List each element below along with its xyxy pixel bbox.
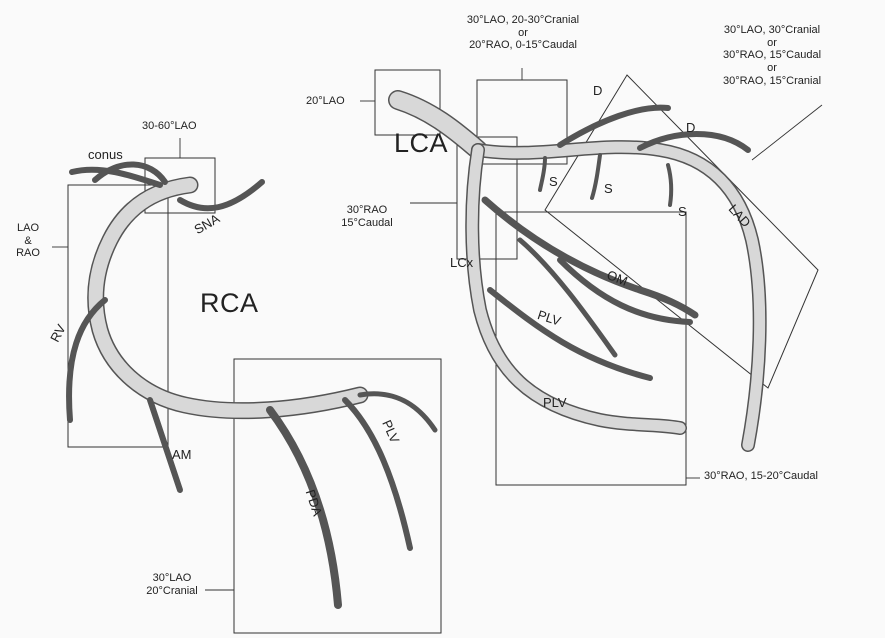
lca-view-right-line-4: or: [702, 62, 842, 75]
rca-view-left-line-1: LAO: [6, 222, 50, 235]
lca-septal-2-label: S: [604, 182, 613, 197]
lca-view-right-line-3: 30°RAO, 15°Caudal: [702, 49, 842, 62]
lca-view-top-line-2: or: [433, 27, 613, 40]
rca-view-bottom-label: 30°LAO 20°Cranial: [140, 572, 204, 597]
lca-view-right-line-2: or: [702, 37, 842, 50]
lca-view-left-line-2: 15°Caudal: [330, 217, 404, 230]
rca-view-left-label: LAO & RAO: [6, 222, 50, 260]
lca-lad-view-leader: [752, 105, 822, 160]
lca-view-top-line-3: 20°RAO, 0-15°Caudal: [433, 39, 613, 52]
lca-view-right-line-1: 30°LAO, 30°Cranial: [702, 24, 842, 37]
rca-view-left-line-2: &: [6, 235, 50, 248]
lca-vessel-tree: [398, 100, 760, 445]
rca-conus-label: conus: [88, 148, 123, 163]
lca-septal-1-label: S: [549, 175, 558, 190]
lca-diagonal-1-label: D: [593, 84, 602, 99]
lca-view-right-label: 30°LAO, 30°Cranial or 30°RAO, 15°Caudal …: [702, 24, 842, 87]
lca-view-left-label: 30°RAO 15°Caudal: [330, 204, 404, 229]
rca-view-bottom-line-2: 20°Cranial: [140, 585, 204, 598]
lca-plv-2-label: PLV: [543, 396, 567, 411]
lca-lcx-label: LCx: [450, 256, 473, 271]
lca-view-top-line-1: 30°LAO, 20-30°Cranial: [433, 14, 613, 27]
lca-ostium-view-label: 20°LAO: [306, 95, 345, 108]
rca-title: RCA: [200, 288, 259, 319]
lca-septal-3-label: S: [678, 205, 687, 220]
lca-diagonal-2-label: D: [686, 121, 695, 136]
lca-lad-view-box: [545, 75, 818, 388]
rca-vessel-tree: [69, 164, 435, 605]
lca-view-top-label: 30°LAO, 20-30°Cranial or 20°RAO, 0-15°Ca…: [433, 14, 613, 52]
rca-am-label: AM: [172, 448, 192, 463]
lca-title: LCA: [394, 128, 448, 159]
lca-view-left-line-1: 30°RAO: [330, 204, 404, 217]
lca-caudal-view-box: [496, 212, 686, 485]
rca-view-top-label: 30-60°LAO: [142, 120, 197, 133]
lca-view-bottom-label: 30°RAO, 15-20°Caudal: [704, 470, 818, 483]
lca-view-right-line-5: 30°RAO, 15°Cranial: [702, 75, 842, 88]
rca-view-bottom-line-1: 30°LAO: [140, 572, 204, 585]
rca-view-left-line-3: RAO: [6, 247, 50, 260]
